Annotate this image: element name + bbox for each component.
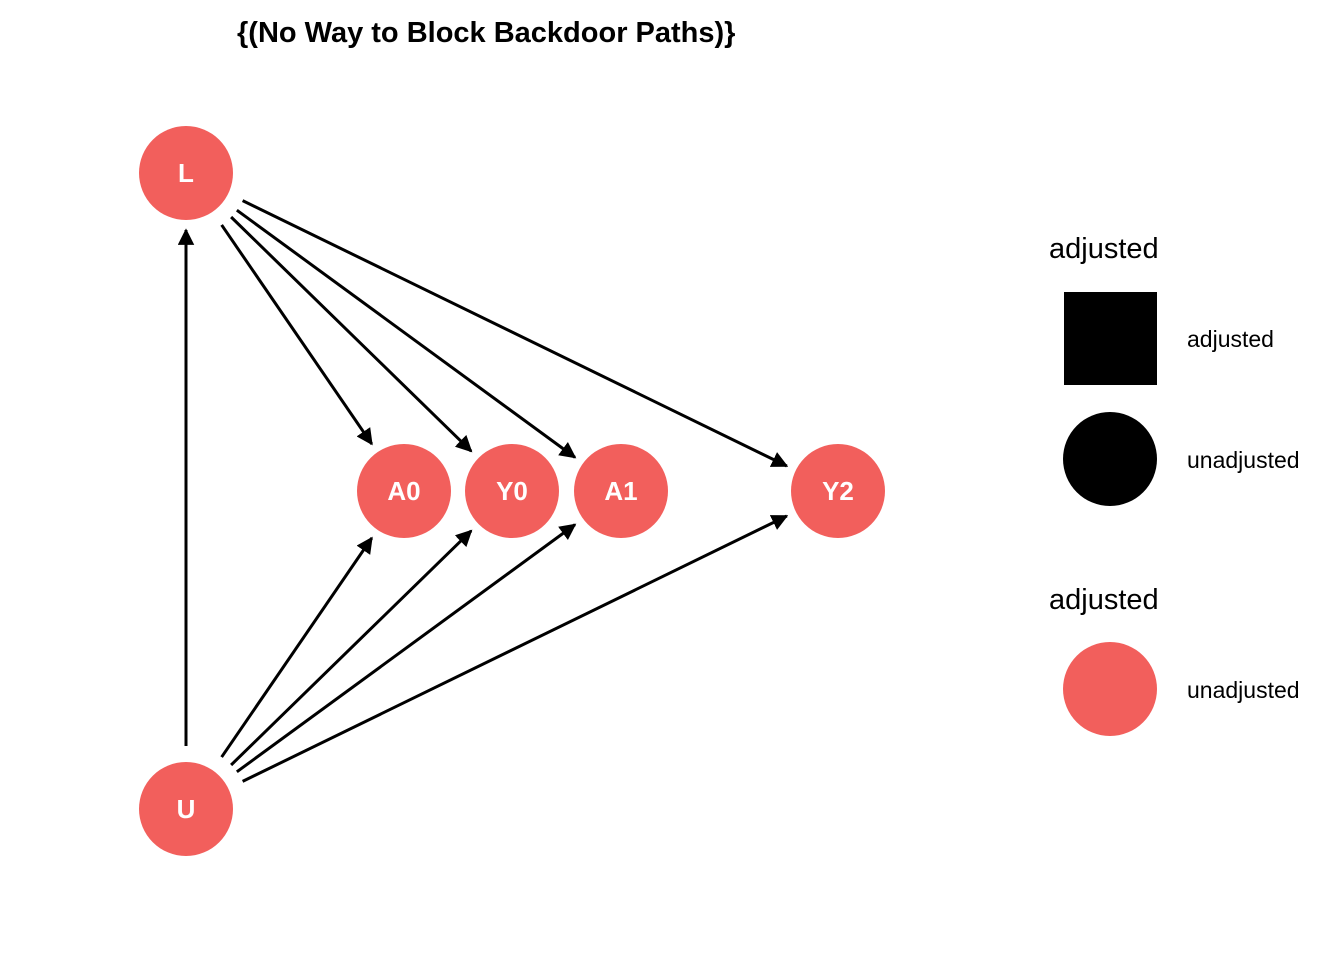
node-label: U [177,794,196,824]
node-circle [574,444,668,538]
legend-shape: adjusted adjusted unadjusted [1049,233,1300,506]
node-label: L [178,158,194,188]
legend-shape-title: adjusted [1049,233,1159,265]
edge-u-to-a1 [235,523,577,774]
node-label: Y0 [496,476,528,506]
edge-l-to-y2 [241,199,789,468]
node-circle [139,126,233,220]
node-y0: Y0 [465,444,559,538]
node-circle [357,444,451,538]
node-u: U [139,762,233,856]
node-l: L [139,126,233,220]
node-y2: Y2 [791,444,885,538]
node-a1: A1 [574,444,668,538]
edge-u-to-y2 [241,514,789,783]
legend-color-title: adjusted [1049,584,1159,616]
edge-l-to-a0 [220,224,374,446]
node-label: Y2 [822,476,854,506]
edge-l-to-a1 [235,208,577,459]
node-circle [139,762,233,856]
edge-u-to-y0 [230,529,473,767]
node-a0: A0 [357,444,451,538]
node-label: A1 [604,476,637,506]
legend-color-label-unadjusted: unadjusted [1187,677,1300,703]
nodes: L U A0 Y0 A1 Y2 [139,126,885,856]
legend-color-circle-icon [1063,642,1157,736]
legend-square-icon [1064,292,1157,385]
edge-l-to-y0 [230,215,473,453]
legend-shape-label-unadjusted: unadjusted [1187,447,1300,473]
node-label: A0 [387,476,420,506]
node-circle [465,444,559,538]
legend-color: adjusted unadjusted [1049,584,1300,736]
legend-shape-label-adjusted: adjusted [1187,326,1274,352]
legend-circle-icon [1063,412,1157,506]
edges [177,199,789,783]
diagram-title: {(No Way to Block Backdoor Paths)} [237,17,735,49]
node-circle [791,444,885,538]
edge-u-to-a0 [220,536,374,758]
